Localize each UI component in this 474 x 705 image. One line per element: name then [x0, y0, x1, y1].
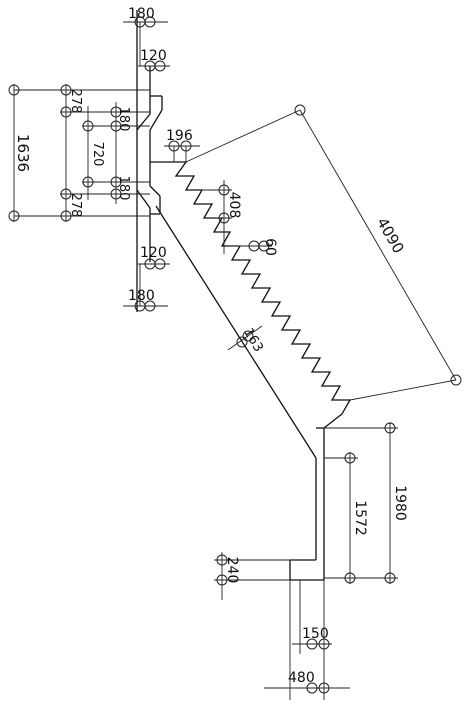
- dim-240: 240: [224, 557, 240, 584]
- dim-1980: 1980: [392, 485, 408, 521]
- top-dimensions: 180 120: [123, 6, 170, 72]
- dim-180-upper: 180: [116, 107, 131, 132]
- diagonal-dimension: 4090: [185, 104, 462, 401]
- left-dimensions: 1636 278 278 720 180 180: [8, 84, 150, 222]
- dim-180-lower: 180: [116, 176, 131, 201]
- dim-278-upper: 278: [68, 89, 83, 114]
- dim-150: 150: [302, 626, 329, 642]
- base-dimensions: 240 150 480: [214, 552, 350, 700]
- dim-4090: 4090: [373, 214, 408, 256]
- section-outline: [136, 10, 352, 581]
- column-cap-bottom-chamfer: [149, 185, 161, 197]
- dim-bottom-120: 120: [140, 245, 167, 261]
- dim-720: 720: [90, 142, 105, 167]
- dim-480: 480: [288, 670, 315, 686]
- column-bottom-dimensions: 120 180: [123, 245, 170, 312]
- dim-60: 60: [262, 238, 278, 256]
- stair-soffit: [155, 205, 317, 459]
- dim-196: 196: [166, 128, 193, 144]
- column-cap-top-chamfer: [149, 109, 163, 131]
- right-dimensions: 1980 1572: [324, 422, 408, 584]
- dim-1572: 1572: [352, 500, 368, 536]
- stair-steps: [174, 161, 352, 429]
- column-chamfer-bottom: [136, 189, 151, 209]
- dim-top-180: 180: [128, 6, 155, 22]
- dim-top-120: 120: [140, 48, 167, 64]
- dim-1636: 1636: [14, 134, 32, 172]
- dim-step-rise: 163: [240, 326, 265, 355]
- dim-408: 408: [226, 192, 242, 219]
- dim-bottom-180: 180: [128, 288, 155, 304]
- column-chamfer-top: [136, 113, 151, 131]
- dim-278-lower: 278: [68, 193, 83, 218]
